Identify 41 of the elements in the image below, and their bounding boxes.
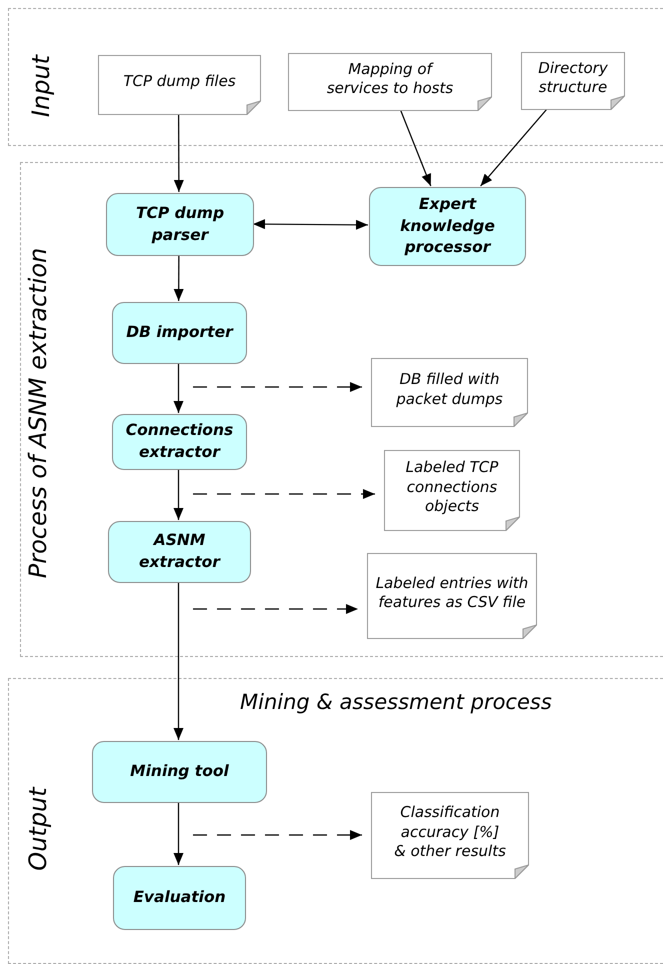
document-shape [98,55,261,115]
document-text: Mapping of services to hosts [326,60,454,98]
process-box: TCP dump parser [106,193,254,256]
arrow [174,582,184,740]
dashed-arrow [193,604,358,614]
swimlane [8,678,663,964]
arrow [174,802,184,865]
document-text: DB filled with packet dumps [395,370,504,409]
dashed-arrow [193,382,362,392]
process-box: Expert knowledge processor [369,187,526,266]
section-heading: Mining & assessment process [240,690,552,714]
document-shape [371,792,529,879]
arrow [174,255,184,301]
arrow [174,363,184,413]
document-shape [521,52,625,110]
document-text: Labeled entries with features as CSV file [375,574,529,612]
document-shape [367,553,537,639]
document-text: TCP dump files [123,72,236,92]
swimlane [20,162,663,657]
process-box: Mining tool [92,741,267,803]
arrow [253,219,368,230]
arrow [400,110,432,186]
arrow [174,469,184,520]
lane-label: Process of ASNM extraction [24,248,52,578]
process-box: DB importer [112,302,247,364]
swimlane [8,8,663,146]
process-box: Evaluation [113,866,246,930]
arrow [174,114,184,192]
process-box: Connections extractor [112,414,247,470]
document-text: Labeled TCP connections objects [404,458,500,517]
lane-label: Input [27,54,55,118]
document-shape [371,358,528,427]
dashed-arrow [193,489,375,499]
dashed-arrow [193,830,362,840]
process-box: ASNM extractor [108,521,251,583]
arrow [480,108,548,186]
lane-label: Output [24,787,52,871]
document-text: Directory structure [537,58,609,98]
document-text: Classification accuracy [%] & other results [393,803,507,862]
document-shape [288,53,492,111]
document-shape [384,450,520,531]
